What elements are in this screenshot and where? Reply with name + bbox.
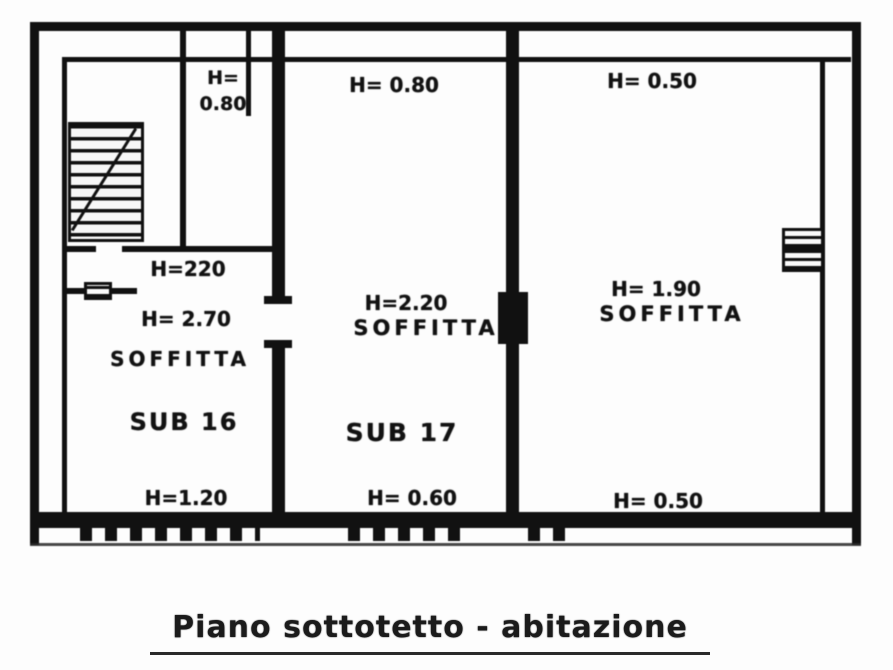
- label-room-sub16: SUB 16: [129, 408, 239, 436]
- wall-inner-top: [62, 57, 851, 62]
- wall-outer-left: [30, 22, 39, 545]
- plan-caption: Piano sottotetto - abitazione: [150, 610, 710, 655]
- partition-right-pillar: [498, 292, 528, 344]
- label-right-top-height: H= 0.50: [607, 69, 697, 93]
- partition-wall-left-upper: [272, 31, 285, 302]
- stairs: [68, 122, 144, 242]
- right-wall-window-lower: [782, 250, 824, 272]
- wall-outer-right: [852, 22, 861, 545]
- partition-wall-right: [506, 31, 519, 512]
- wall-inner-right: [820, 57, 825, 512]
- right-wall-window-upper: [782, 228, 824, 250]
- label-left-h270: H= 2.70: [141, 307, 231, 331]
- label-right-h190: H= 1.90: [611, 277, 701, 301]
- label-right-soffitta: SOFFITTA: [599, 302, 745, 326]
- wall-bottom-edge-line: [30, 543, 861, 546]
- bottom-window-marks-middle: [348, 528, 473, 541]
- left-door-mark: [84, 282, 112, 300]
- partition-left-door-jamb-top: [264, 296, 292, 304]
- label-mid-bottom-height: H= 0.60: [367, 486, 457, 510]
- wall-outer-bottom: [30, 512, 861, 528]
- label-right-bottom-height: H= 0.50: [613, 489, 703, 513]
- label-closet-height: H= 0.80: [199, 67, 247, 115]
- partition-wall-left-lower: [272, 344, 285, 512]
- label-mid-top-height: H= 0.80: [349, 73, 439, 97]
- closet-wall-vertical: [180, 31, 186, 249]
- label-mid-soffitta: SOFFITTA: [353, 316, 499, 340]
- label-left-soffitta: SOFFITTA: [110, 347, 250, 371]
- closet-wall-vertical-short: [246, 31, 251, 116]
- label-mid-h220: H=2.20: [364, 291, 448, 315]
- left-horizontal-wall-b: [122, 246, 285, 252]
- bottom-window-marks-right: [528, 528, 568, 541]
- left-horizontal-wall-a: [62, 246, 96, 252]
- label-room-sub17: SUB 17: [345, 418, 459, 447]
- partition-left-door-jamb-bottom: [264, 340, 292, 348]
- bottom-window-marks-left: [80, 528, 260, 541]
- wall-outer-top: [30, 22, 861, 31]
- wall-inner-left: [62, 57, 67, 512]
- label-left-h220: H=220: [150, 257, 226, 281]
- label-left-bottom-height: H=1.20: [144, 486, 228, 510]
